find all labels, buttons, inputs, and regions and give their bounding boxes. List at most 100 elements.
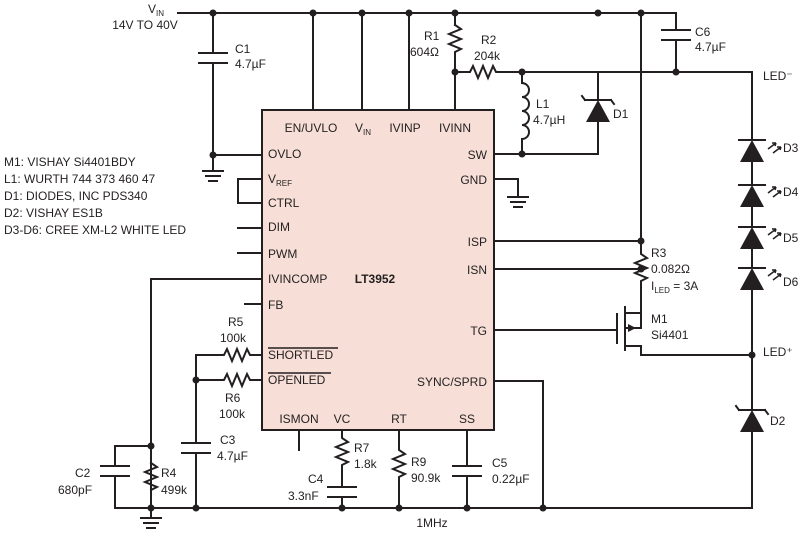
led-d3	[738, 139, 782, 162]
r3-value: 0.082Ω	[651, 262, 690, 276]
ground-icon	[140, 517, 162, 529]
c5-ref: C5	[492, 456, 508, 470]
pin-ismon: ISMON	[279, 412, 318, 426]
c4-ref: C4	[308, 472, 324, 486]
c6-value: 4.7µF	[695, 40, 726, 54]
m1-ref: M1	[651, 312, 668, 326]
pin-ovlo: OVLO	[268, 147, 301, 161]
ic-part-number: LT3952	[355, 272, 396, 286]
bom-m1: M1: VISHAY Si4401BDY	[4, 155, 136, 169]
led-minus-label: LED⁻	[763, 69, 793, 83]
l1-ref: L1	[536, 97, 550, 111]
pin-rt: RT	[391, 412, 407, 426]
c3-ref: C3	[220, 433, 236, 447]
c2-symbol	[100, 465, 130, 477]
r4-ref: R4	[161, 466, 177, 480]
junction-dots	[147, 9, 756, 512]
freq-label: 1MHz	[416, 516, 447, 530]
r1-symbol	[446, 23, 464, 111]
d1-ref: D1	[613, 107, 629, 121]
led-d5	[738, 226, 782, 249]
bom-d1: D1: DIODES, INC PDS340	[4, 189, 148, 203]
c2-value: 680pF	[58, 483, 92, 497]
c4-symbol	[327, 486, 357, 498]
pin-vin: VIN	[355, 121, 371, 137]
led-d4	[738, 184, 782, 207]
ground-icon	[202, 170, 224, 182]
l1-inductor	[520, 81, 530, 155]
r2-value: 204k	[474, 49, 501, 63]
pin-fb: FB	[268, 298, 283, 312]
ground-icon	[507, 196, 529, 208]
pin-openled: OPENLED	[268, 373, 326, 387]
ic-body	[261, 109, 495, 431]
vin-range: 14V TO 40V	[112, 18, 178, 32]
r5-value: 100k	[220, 331, 247, 345]
pin-vc: VC	[334, 412, 351, 426]
d6-ref: D6	[783, 275, 799, 289]
r2-ref: R2	[481, 33, 497, 47]
pin-tg: TG	[470, 324, 487, 338]
r3-ref: R3	[651, 246, 667, 260]
bom-l1: L1: WURTH 744 373 460 47	[4, 172, 156, 186]
c4-value: 3.3nF	[288, 489, 319, 503]
d2-diode	[740, 410, 764, 432]
pin-sw: SW	[468, 148, 488, 162]
r7-value: 1.8k	[354, 457, 378, 471]
pin-gnd: GND	[460, 173, 487, 187]
bom-d2: D2: VISHAY ES1B	[4, 206, 103, 220]
c3-value: 4.7µF	[217, 449, 248, 463]
r4-value: 499k	[161, 483, 188, 497]
c1-value: 4.7µF	[235, 57, 266, 71]
d2-ref: D2	[770, 414, 786, 428]
c3-symbol	[181, 442, 211, 454]
pin-isp: ISP	[468, 235, 487, 249]
c6-ref: C6	[695, 25, 711, 39]
r9-ref: R9	[411, 455, 427, 469]
r2-symbol	[454, 63, 753, 81]
r9-symbol	[390, 429, 408, 509]
pin-ivincomp: IVINCOMP	[268, 272, 327, 286]
bom-d3-d6: D3-D6: CREE XM-L2 WHITE LED	[4, 223, 186, 237]
d4-ref: D4	[783, 185, 799, 199]
c2-ref: C2	[75, 466, 91, 480]
led-plus-label: LED⁺	[763, 345, 793, 359]
r1-ref: R1	[424, 29, 440, 43]
c1-symbol	[198, 52, 228, 64]
vin-label: VIN	[148, 2, 164, 18]
pin-en-uvlo: EN/UVLO	[285, 121, 338, 135]
r7-symbol	[333, 429, 351, 488]
r5-symbol	[195, 346, 263, 381]
pin-shortled: SHORTLED	[268, 348, 333, 362]
pin-isn: ISN	[467, 263, 487, 277]
pin-ivinp: IVINP	[389, 121, 420, 135]
r6-symbol	[195, 371, 263, 389]
d5-ref: D5	[783, 231, 799, 245]
c6-symbol	[661, 29, 691, 41]
pin-pwm: PWM	[268, 247, 297, 261]
r3-current: ILED = 3A	[651, 279, 698, 295]
r5-ref: R5	[228, 315, 244, 329]
led-d6	[738, 267, 782, 290]
pin-ivinn: IVINN	[439, 121, 471, 135]
c5-symbol	[452, 465, 482, 477]
pin-dim: DIM	[268, 220, 290, 234]
m1-value: Si4401	[651, 328, 689, 342]
pin-sync-sprd: SYNC/SPRD	[417, 375, 487, 389]
pin-ctrl: CTRL	[268, 196, 300, 210]
r6-value: 100k	[219, 407, 246, 421]
c1-ref: C1	[235, 42, 251, 56]
r3-symbol	[632, 240, 650, 296]
c5-value: 0.22µF	[492, 472, 530, 486]
pin-vref: VREF	[268, 172, 292, 188]
r4-symbol	[142, 461, 160, 492]
pin-ss: SS	[459, 412, 475, 426]
r1-value: 604Ω	[410, 45, 439, 59]
r7-ref: R7	[354, 441, 370, 455]
d3-ref: D3	[783, 141, 799, 155]
r6-ref: R6	[225, 391, 241, 405]
d1-diode	[586, 100, 610, 122]
r9-value: 90.9k	[411, 471, 441, 485]
